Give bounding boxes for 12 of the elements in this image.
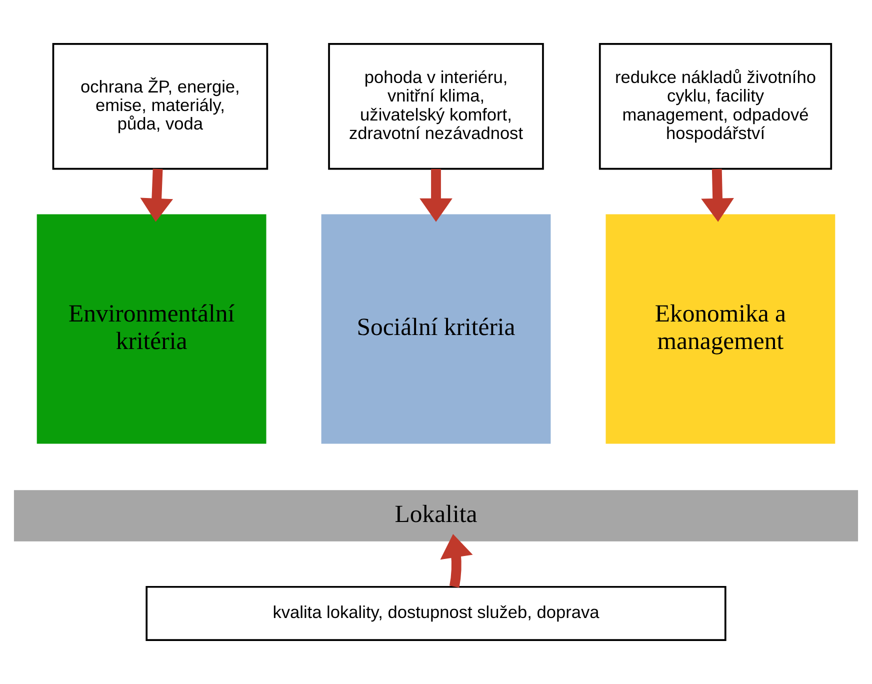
node-box: pohoda v interiéru, vnitřní klima, uživatelský komfort, zdravotní nezávadnost [328,43,544,170]
node-box: Sociální kritéria [319,212,553,446]
arrow [440,534,473,588]
arrow [420,168,452,222]
node-box: Ekonomika a management [604,212,838,446]
node-box: Environmentální kritéria [34,212,268,446]
node-box: kvalita lokality, dostupnost služeb, doprava [146,586,726,641]
arrow [140,168,174,222]
node-box: redukce nákladů životního cyklu, facility management, odpadové hospodářství [598,43,832,170]
node-box: ochrana ŽP, energie, emise, materiály, půda, voda [52,43,268,170]
arrow [701,168,734,222]
node-box: Lokalita [12,488,860,544]
